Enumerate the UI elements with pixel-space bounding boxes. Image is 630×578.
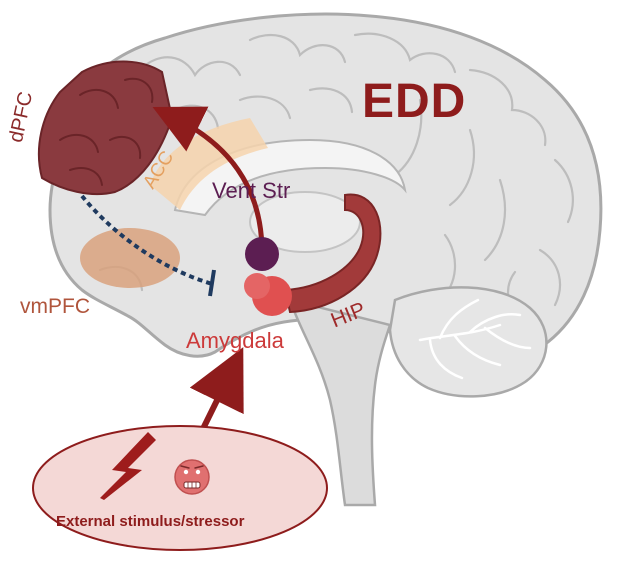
vmpfc-label: vmPFC [20,295,90,318]
amygdala-region-inner [244,273,270,299]
dpfc-folds [59,77,154,186]
dpfc-region [37,60,174,196]
diagram-title: EDD [362,75,467,128]
anxious-face-icon [174,459,210,495]
vmpfc-region [80,228,180,288]
hip-region [283,193,382,314]
cerebellum [388,286,548,398]
inhibition-bar [208,269,216,297]
stimulus-label: External stimulus/stressor [56,513,245,530]
brainstem [288,298,392,507]
acc-region [150,118,268,210]
lightning-bolt-icon [100,432,156,500]
vent-str-node [245,237,279,271]
vent-str-label: Vent Str [212,178,291,203]
amygdala-label: Amygdala [186,328,284,353]
thalamus [249,191,361,253]
ventstr-dpfc-arrow [152,106,265,253]
vmpfc-amygdala-inhibition [80,194,213,286]
cerebellar-arbor [418,298,532,380]
